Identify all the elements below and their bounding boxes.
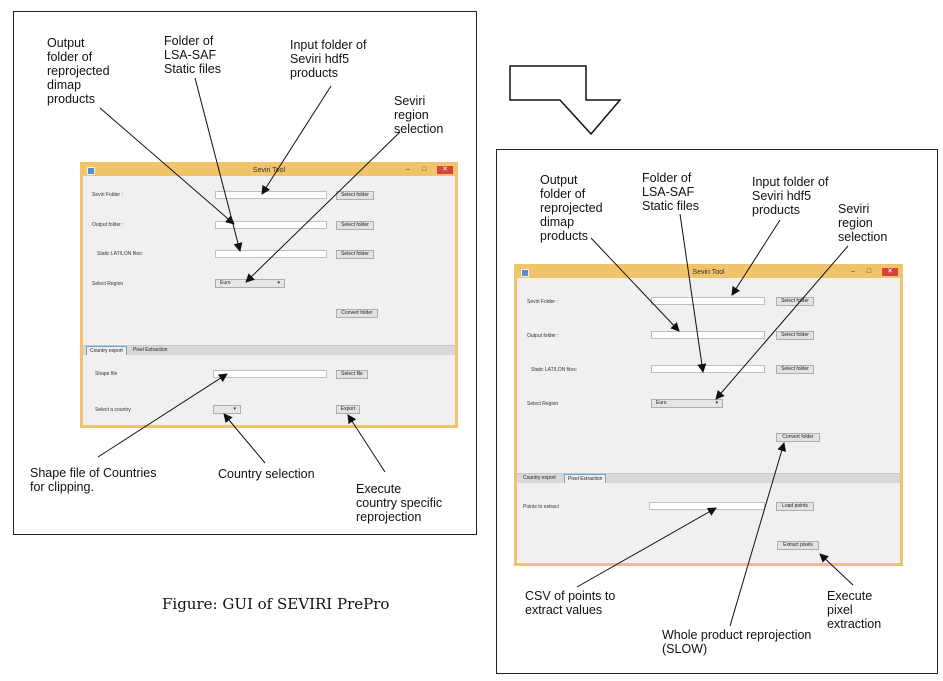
minimize-button[interactable]: –: [851, 268, 855, 275]
window-titlebar: Seviri Tool – □ ✕: [517, 267, 900, 278]
static-files-label: Static LAT/LON files:: [97, 251, 144, 257]
window-titlebar: Seviri Tool – □ ✕: [83, 165, 455, 176]
window-title: Seviri Tool: [692, 269, 725, 276]
callout-line-output-folder: [99, 107, 235, 225]
seviri-folder-label: Seviri Folder :: [527, 299, 558, 305]
convert-folder-button[interactable]: Convert folder: [776, 433, 820, 442]
maximize-button[interactable]: □: [421, 166, 427, 173]
convert-folder-button[interactable]: Convert folder: [336, 309, 378, 318]
callout-line-csv-points: [576, 507, 717, 588]
tab-country-export[interactable]: Country export: [520, 474, 559, 483]
seviri-folder-label: Seviri Folder :: [92, 192, 123, 198]
select-region-label: Select Region: [527, 401, 559, 407]
region-value: Euro: [220, 280, 231, 286]
seviri-folder-input[interactable]: [651, 297, 765, 305]
callout-line-input-folder: [731, 219, 781, 296]
callout-line-output-folder: [590, 237, 680, 332]
shape-file-input[interactable]: [213, 370, 327, 378]
select-file-button[interactable]: Select file: [336, 370, 368, 379]
extract-pixels-button[interactable]: Extract pixels: [777, 541, 819, 550]
select-static-folder-button[interactable]: Select folder: [776, 365, 814, 374]
load-points-button[interactable]: Load points: [776, 502, 814, 511]
export-button[interactable]: Export: [336, 405, 360, 414]
region-combo[interactable]: Euro ▾: [651, 399, 723, 408]
right-tool-window: Seviri Tool – □ ✕ Seviri Folder : Select…: [514, 264, 903, 566]
window-title: Seviri Tool: [252, 167, 286, 174]
minimize-button[interactable]: –: [406, 166, 410, 173]
select-seviri-folder-button[interactable]: Select folder: [336, 191, 374, 200]
static-files-input[interactable]: [651, 365, 765, 373]
callout-line-whole-product: [729, 442, 787, 627]
points-to-extract-label: Points to extract: [523, 504, 559, 510]
tab-country-export[interactable]: Country export: [86, 346, 127, 355]
callout-line-static-folder: [194, 77, 243, 252]
seviri-folder-input[interactable]: [215, 191, 327, 199]
callout-line-execute-country: [347, 414, 386, 473]
app-icon: [87, 167, 95, 175]
callout-line-region: [245, 131, 401, 283]
callout-line-country-selection: [223, 413, 266, 464]
output-folder-input[interactable]: [651, 331, 765, 339]
output-folder-label: Output folder :: [527, 333, 559, 339]
annotation-country-selection: Country selection: [218, 467, 315, 481]
chevron-down-icon: ▾: [233, 406, 236, 412]
output-folder-label: Output folder :: [92, 222, 124, 228]
static-files-label: Static LAT/LON files:: [531, 367, 578, 373]
tab-strip: Country export Pixel Extraction: [83, 345, 455, 355]
callout-line-static-folder: [679, 213, 707, 373]
transition-arrow: [509, 65, 622, 136]
select-country-label: Select a country: [95, 407, 131, 413]
callout-line-shape-file: [97, 373, 228, 458]
select-seviri-folder-button[interactable]: Select folder: [776, 297, 814, 306]
app-icon: [521, 269, 529, 277]
chevron-down-icon: ▾: [715, 400, 718, 406]
callout-line-region: [715, 245, 849, 400]
shape-file-label: Shape file: [95, 371, 118, 377]
chevron-down-icon: ▾: [277, 280, 280, 286]
maximize-button[interactable]: □: [866, 268, 872, 275]
left-tool-window: Seviri Tool – □ ✕ Seviri Folder : Select…: [80, 162, 458, 428]
select-region-label: Select Region: [92, 281, 124, 287]
output-folder-input[interactable]: [215, 221, 327, 229]
select-static-folder-button[interactable]: Select folder: [336, 250, 374, 259]
select-output-folder-button[interactable]: Select folder: [776, 331, 814, 340]
annotation-whole-product: Whole product reprojection(SLOW): [662, 628, 812, 656]
region-value: Euro: [656, 400, 667, 406]
select-output-folder-button[interactable]: Select folder: [336, 221, 374, 230]
callout-line-input-folder: [261, 85, 332, 195]
close-button[interactable]: ✕: [882, 268, 898, 276]
tab-pixel-extraction[interactable]: Pixel Extraction: [564, 474, 607, 483]
close-button[interactable]: ✕: [437, 166, 453, 174]
tab-pixel-extraction[interactable]: Pixel Extraction: [130, 346, 171, 355]
callout-line-execute-pixel: [819, 553, 854, 586]
figure-caption: Figure: GUI of SEVIRI PrePro: [162, 595, 390, 613]
tab-strip: Country export Pixel Extraction: [517, 473, 900, 483]
